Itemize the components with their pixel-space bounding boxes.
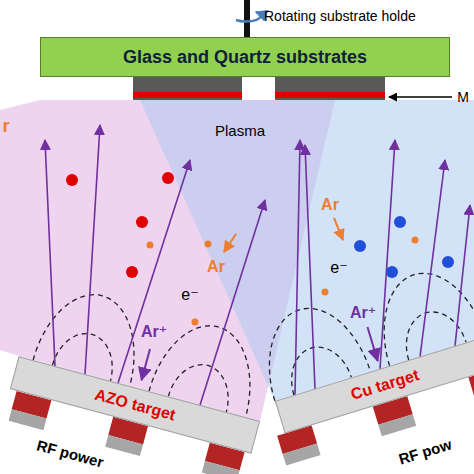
cu-particles — [354, 216, 454, 278]
cu-particle — [354, 240, 366, 252]
magnet — [105, 435, 143, 456]
species-label: Ar⁺ — [141, 323, 167, 341]
leader-line — [389, 96, 452, 98]
node-text: AZO target — [93, 386, 178, 425]
trajectory-arrow — [455, 205, 470, 346]
gas-arrow — [224, 234, 236, 252]
gas-arrow — [334, 218, 343, 240]
ion-arrow — [368, 327, 378, 361]
node-text: Cu target — [349, 366, 421, 404]
trajectory-arrow — [45, 140, 55, 366]
species-label: Ar — [321, 196, 339, 214]
argon-atoms — [147, 237, 419, 326]
power-label: RF power — [35, 437, 105, 471]
ion-arrow — [142, 349, 151, 380]
magnet — [202, 461, 240, 474]
trajectory-arrow — [305, 145, 315, 389]
argon-atom — [412, 237, 419, 244]
film-layer — [133, 92, 242, 98]
species-label: Ar⁺ — [350, 304, 376, 322]
magnet — [9, 409, 47, 430]
trajectory-arrow — [85, 125, 100, 374]
part-label: Rotating substrate holde — [264, 8, 416, 24]
magnet — [283, 443, 321, 465]
species-label: Ar — [207, 258, 225, 276]
target-plate: Cu target — [275, 337, 474, 434]
power-label: RF pow — [397, 436, 454, 468]
magnet — [378, 414, 416, 436]
azo-particle — [136, 216, 148, 228]
trajectory-arrow — [420, 160, 445, 357]
part-label: M — [457, 89, 469, 105]
argon-atom — [322, 289, 329, 296]
substrate — [275, 77, 385, 92]
node-text: Glass and Quartz substrates — [123, 47, 367, 68]
substrate-holder-bar: Glass and Quartz substrates — [40, 37, 450, 77]
rotation-arrow — [236, 12, 260, 22]
cu-particle — [386, 266, 398, 278]
cu-particle — [394, 216, 406, 228]
argon-atom — [192, 319, 199, 326]
region-label: Plasma — [215, 122, 265, 139]
argon-atom — [147, 242, 154, 249]
azo-particle — [162, 172, 174, 184]
cu-particle — [442, 256, 454, 268]
azo-particles — [66, 172, 174, 278]
species-label: r — [2, 116, 9, 137]
argon-atom — [205, 241, 212, 248]
trajectory-arrow — [295, 140, 300, 395]
film-layer — [275, 92, 385, 98]
trajectory-arrow — [380, 140, 395, 369]
rotation-shaft — [244, 0, 250, 37]
species-label: e⁻ — [181, 286, 198, 304]
azo-particle — [126, 266, 138, 278]
trajectory-arrow — [200, 200, 265, 405]
azo-particle — [66, 174, 78, 186]
substrate — [133, 77, 242, 92]
trajectory-arrow — [118, 160, 190, 383]
substrate — [133, 98, 242, 100]
substrate — [275, 98, 385, 100]
cu-magnetron — [244, 258, 474, 466]
species-label: e⁻ — [330, 259, 347, 277]
